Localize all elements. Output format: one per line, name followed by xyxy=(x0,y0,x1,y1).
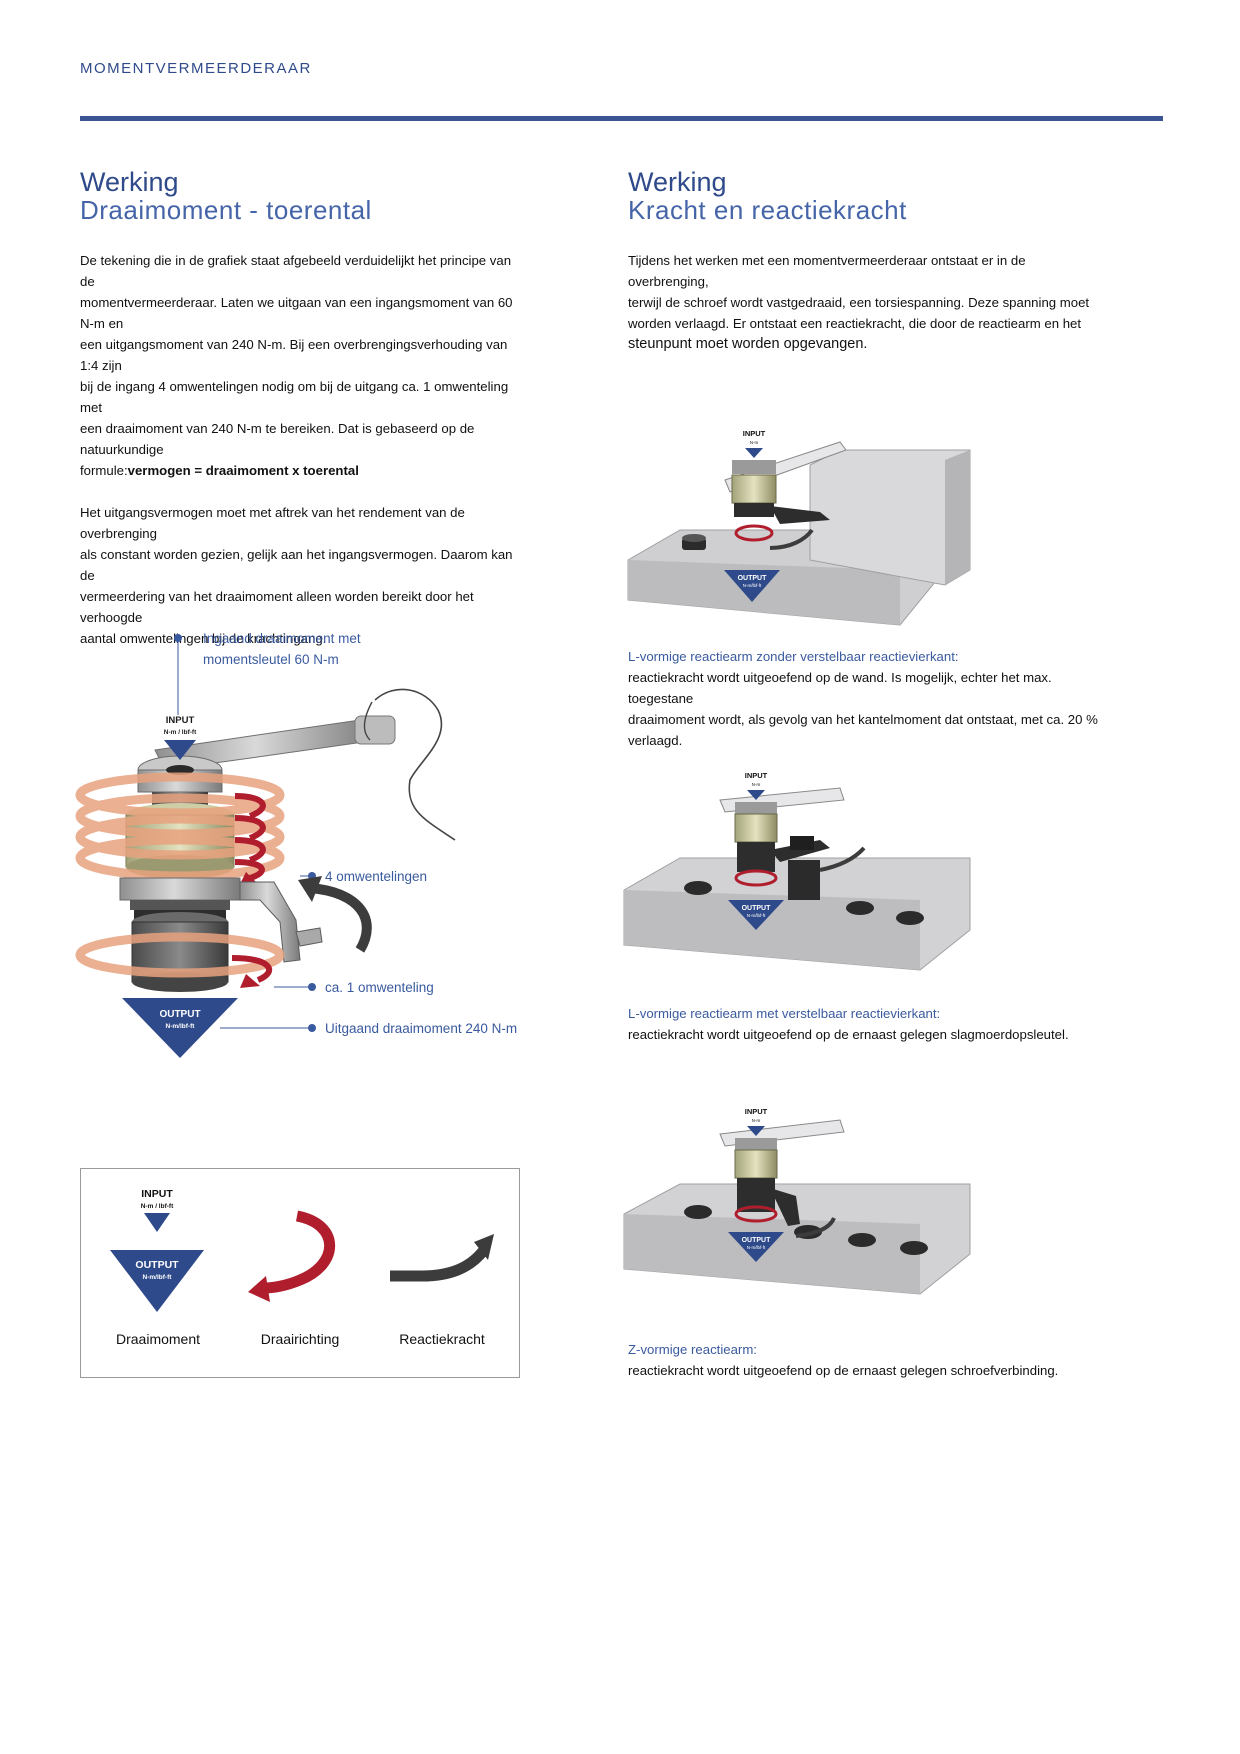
callout-input-line2: momentsleutel 60 N-m xyxy=(203,652,339,667)
formula-line: formule:vermogen = draaimoment x toerent… xyxy=(80,460,520,481)
formula-bold: vermogen = draaimoment x toerental xyxy=(127,463,359,478)
fig2-input-unit: N-m xyxy=(752,782,761,787)
fig3-caption-line: reactiekracht wordt uitgeoefend op de er… xyxy=(628,1363,1059,1378)
legend-output-label: OUTPUT xyxy=(135,1259,179,1271)
rotation-arrows-red xyxy=(234,793,266,881)
callout-output: Uitgaand draaimoment 240 N-m xyxy=(325,1021,518,1036)
output-triangle-icon xyxy=(728,1232,784,1262)
formula-prefix: formule: xyxy=(80,463,128,478)
para1-line: een draaimoment van 240 N-m te bereiken.… xyxy=(80,421,475,457)
input-triangle-icon xyxy=(745,448,763,458)
fig2-caption-title: L-vormige reactiearm met verstelbaar rea… xyxy=(628,1006,941,1021)
legend-item-reactiekracht: Reactiekracht xyxy=(399,1331,485,1347)
input-triangle-icon xyxy=(747,1126,765,1136)
callout-rev4: 4 omwentelingen xyxy=(325,869,428,884)
callout-dot-output xyxy=(308,1024,316,1032)
para2-line: aantal omwentelingen bij de krachtingang… xyxy=(80,631,327,646)
header-divider xyxy=(80,116,1163,121)
fig1-output-label: OUTPUT xyxy=(738,575,768,582)
figure-z-arm: OUTPUT N-m/lbf-ft INPUT N-m xyxy=(623,1107,971,1295)
reaction-arm xyxy=(770,506,830,524)
intro-line: Tijdens het werken met een momentvermeer… xyxy=(628,253,1026,289)
output-triangle-icon xyxy=(122,998,238,1058)
right-section-title: Werking xyxy=(628,167,727,197)
reaction-arm xyxy=(770,1188,800,1226)
left-section-title: Werking xyxy=(80,167,179,197)
callout-input-line1: Ingaand draaimoment met xyxy=(203,631,361,646)
hand-outline xyxy=(374,688,456,841)
left-body-text: De tekening die in de grafiek staat afge… xyxy=(80,250,520,649)
legend-item-draairichting: Draairichting xyxy=(260,1331,340,1347)
para1-line: een uitgangsmoment van 240 N-m. Bij een … xyxy=(80,337,508,373)
callout-input-text: Ingaand draaimoment met momentsleutel 60… xyxy=(203,628,361,670)
legend-reaction-arrow-icon xyxy=(390,1246,489,1282)
fig1-caption: reactiekracht wordt uitgeoefend op de wa… xyxy=(628,667,1098,751)
torque-multiplier-diagram: INPUT N-m / lbf-ft OUTPUT N-m/lbf-ft xyxy=(75,634,456,1058)
input-triangle-icon xyxy=(747,790,765,800)
para2-line: Het uitgangsvermogen moet met aftrek van… xyxy=(80,505,465,541)
fig2-output-unit: N-m/lbf-ft xyxy=(747,913,766,918)
document-section-label: MOMENTVERMEERDERAAR xyxy=(80,60,312,77)
legend-rotation-arrow-icon xyxy=(263,1210,336,1294)
fig1-caption-line: verlaagd. xyxy=(628,733,683,748)
fig2-output-label: OUTPUT xyxy=(742,905,772,912)
fig3-caption: reactiekracht wordt uitgeoefend op de er… xyxy=(628,1360,1098,1381)
para2-line: als constant worden gezien, gelijk aan h… xyxy=(80,547,513,583)
bolts xyxy=(684,881,924,925)
left-section-subtitle: Draaimoment - toerental xyxy=(80,195,372,225)
output-unit: N-m/lbf-ft xyxy=(166,1023,196,1030)
fig2-input-label: INPUT xyxy=(745,771,768,780)
input-label: INPUT xyxy=(166,715,195,726)
legend-item-draaimoment: Draaimoment xyxy=(115,1331,201,1347)
callout-dot-input xyxy=(174,634,182,642)
fig1-caption-line: reactiekracht wordt uitgeoefend op de wa… xyxy=(628,670,1052,706)
input-unit: N-m / lbf-ft xyxy=(164,729,197,736)
right-intro-text: Tijdens het werken met een momentvermeer… xyxy=(628,250,1098,355)
fig3-output-unit: N-m/lbf-ft xyxy=(747,1245,766,1250)
fig3-output-label: OUTPUT xyxy=(742,1237,772,1244)
reaction-arm xyxy=(770,840,830,862)
fig2-caption-line: reactiekracht wordt uitgeoefend op de er… xyxy=(628,1027,1069,1042)
para1-line: momentvermeerderaar. Laten we uitgaan va… xyxy=(80,295,513,331)
reaction-force-arrow xyxy=(309,883,372,953)
legend-input-unit: N-m / lbf-ft xyxy=(141,1203,174,1210)
impact-socket xyxy=(788,860,820,900)
right-section-subtitle: Kracht en reactiekracht xyxy=(628,195,907,225)
para1-line: bij de ingang 4 omwentelingen nodig om b… xyxy=(80,379,509,415)
output-triangle-icon xyxy=(724,570,780,602)
fig1-caption-line: draaimoment wordt, als gevolg van het ka… xyxy=(628,712,1098,727)
legend-output-triangle-icon xyxy=(110,1250,204,1312)
figure-l-arm-wall: OUTPUT N-m/lbf-ft INPUT N-m xyxy=(627,429,971,626)
para1-line: De tekening die in de grafiek staat afge… xyxy=(80,253,512,289)
fig3-caption-title: Z-vormige reactiearm: xyxy=(628,1342,757,1357)
legend-output-unit: N-m/lbf-ft xyxy=(143,1274,173,1281)
callout-rev1: ca. 1 omwenteling xyxy=(325,980,434,995)
legend-input-triangle-icon xyxy=(144,1213,170,1232)
output-rotation-ring xyxy=(75,932,285,978)
input-rotation-rings xyxy=(75,772,285,881)
callout-dot-rev1 xyxy=(308,983,316,991)
input-triangle-icon xyxy=(164,740,196,760)
legend-box xyxy=(80,1168,520,1378)
para2-line: vermeerdering van het draaimoment alleen… xyxy=(80,589,474,625)
fig1-caption-title: L-vormige reactiearm zonder verstelbaar … xyxy=(628,649,959,664)
fig1-input-unit: N-m xyxy=(750,440,759,445)
intro-line: steunpunt moet worden opgevangen. xyxy=(628,336,868,352)
intro-line: terwijl de schroef wordt vastgedraaid, e… xyxy=(628,295,1090,310)
fig3-input-label: INPUT xyxy=(745,1107,768,1116)
legend-icons: INPUT N-m / lbf-ft OUTPUT N-m/lbf-ft xyxy=(110,1188,494,1312)
fig2-caption: reactiekracht wordt uitgeoefend op de er… xyxy=(628,1024,1098,1045)
output-triangle-icon xyxy=(728,900,784,930)
fig3-input-unit: N-m xyxy=(752,1118,761,1123)
fig1-output-unit: N-m/lbf-ft xyxy=(743,583,762,588)
fig1-input-label: INPUT xyxy=(743,429,766,438)
output-label: OUTPUT xyxy=(159,1009,200,1020)
legend-input-label: INPUT xyxy=(141,1188,173,1200)
figure-l-arm-adjustable: OUTPUT N-m/lbf-ft INPUT N-m xyxy=(623,771,971,971)
reaction-arm xyxy=(239,881,301,963)
wrench-grip xyxy=(354,715,396,745)
intro-line: worden verlaagd. Er ontstaat een reactie… xyxy=(628,316,1082,331)
